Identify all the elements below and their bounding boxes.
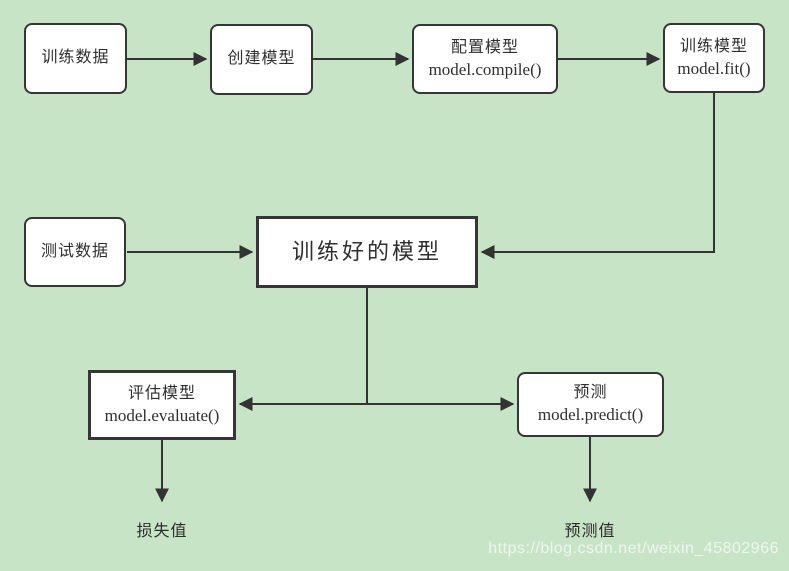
node-create-model-label: 创建模型 [227, 50, 296, 68]
node-train-model-code: model.fit() [677, 58, 751, 78]
csdn-watermark: https://blog.csdn.net/weixin_45802966 [488, 540, 779, 557]
node-configure-model-code: model.compile() [428, 59, 542, 79]
node-train-model: 训练模型 model.fit() [663, 23, 765, 93]
node-trained-model-label: 训练好的模型 [291, 238, 442, 264]
node-evaluate-model-label: 评估模型 [127, 384, 196, 402]
label-loss-value: 损失值 [136, 523, 188, 540]
node-test-data: 测试数据 [24, 217, 126, 287]
node-train-model-label: 训练模型 [679, 37, 748, 55]
node-trained-model: 训练好的模型 [256, 216, 478, 288]
node-predict: 预测 model.predict() [517, 372, 664, 437]
node-evaluate-model-code: model.evaluate() [104, 405, 220, 425]
node-test-data-label: 测试数据 [40, 242, 109, 260]
node-configure-model-label: 配置模型 [450, 38, 519, 56]
node-training-data: 训练数据 [24, 23, 127, 94]
node-predict-code: model.predict() [537, 405, 644, 425]
node-configure-model: 配置模型 model.compile() [412, 24, 558, 94]
node-evaluate-model: 评估模型 model.evaluate() [88, 370, 236, 440]
node-training-data-label: 训练数据 [41, 49, 110, 67]
label-predicted-value: 预测值 [564, 523, 616, 540]
node-create-model: 创建模型 [210, 24, 313, 95]
connector-trainmodel-to-trainedmodel [480, 93, 715, 259]
node-predict-label: 预测 [573, 384, 608, 402]
